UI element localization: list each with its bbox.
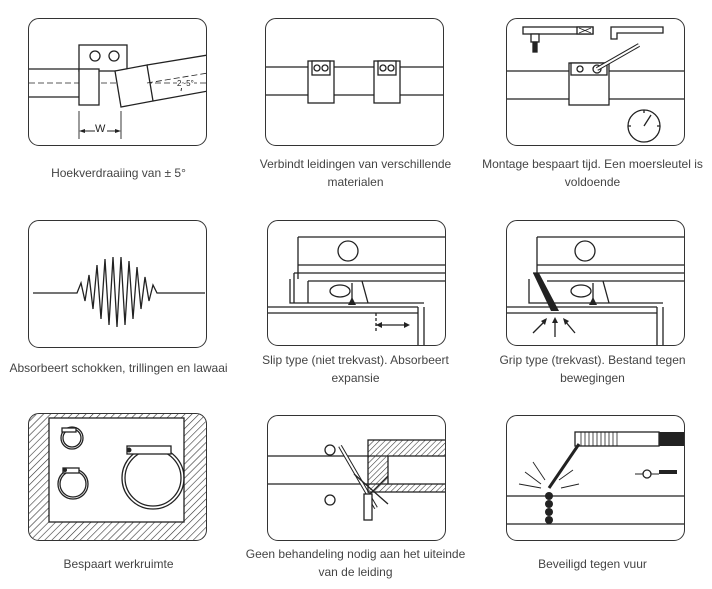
caption-slip: Slip type (niet trekvast). Absorbeert ex… [262, 353, 449, 385]
slip-illustration [268, 236, 445, 345]
feature-slip: Slip type (niet trekvast). Absorbeert ex… [237, 200, 474, 395]
angle-diagram: 2~5° W [28, 18, 207, 146]
grip-illustration [507, 236, 684, 345]
feature-vibration: Absorbeert schokken, trillingen en lawaa… [0, 200, 237, 395]
angle-illustration [29, 44, 206, 139]
caption-wrench: Montage bespaart tijd. Een moersleutel i… [482, 157, 703, 189]
feature-fire: Beveiligd tegen vuur [474, 395, 711, 589]
feature-pipe-end: Geen behandeling nodig aan het uiteinde … [237, 395, 474, 589]
materials-illustration [266, 60, 443, 104]
materials-diagram [265, 18, 444, 146]
fire-diagram [506, 415, 685, 541]
caption-space: Bespaart werkruimte [63, 557, 174, 571]
caption-pipe-end: Geen behandeling nodig aan het uiteinde … [245, 547, 466, 579]
caption-angle: Hoekverdraaiing van ± 5° [51, 166, 186, 180]
feature-materials: Verbindt leidingen van verschillende mat… [237, 0, 474, 200]
wrench-diagram [506, 18, 685, 146]
fire-illustration [507, 431, 684, 525]
caption-fire: Beveiligd tegen vuur [538, 557, 647, 571]
feature-angle: 2~5° W Hoekverdraaiing van ± 5° [0, 0, 237, 200]
angle-label: 2~5° [177, 79, 194, 88]
pipe-end-diagram [267, 415, 446, 541]
feature-space: Bespaart werkruimte [0, 395, 237, 589]
caption-materials: Verbindt leidingen van verschillende mat… [259, 157, 452, 189]
wrench-illustration [507, 26, 684, 143]
feature-grip: Grip type (trekvast). Bestand tegen bewe… [474, 200, 711, 395]
vibration-diagram [28, 220, 207, 348]
space-diagram [28, 413, 207, 541]
width-label: W [95, 123, 106, 135]
feature-wrench: Montage bespaart tijd. Een moersleutel i… [474, 0, 711, 200]
space-illustration [29, 414, 206, 540]
pipe-end-illustration [268, 439, 445, 521]
slip-diagram [267, 220, 446, 346]
caption-grip: Grip type (trekvast). Bestand tegen bewe… [499, 353, 686, 385]
vibration-waveform [33, 256, 205, 328]
caption-vibration: Absorbeert schokken, trillingen en lawaa… [9, 361, 228, 375]
grip-diagram [506, 220, 685, 346]
